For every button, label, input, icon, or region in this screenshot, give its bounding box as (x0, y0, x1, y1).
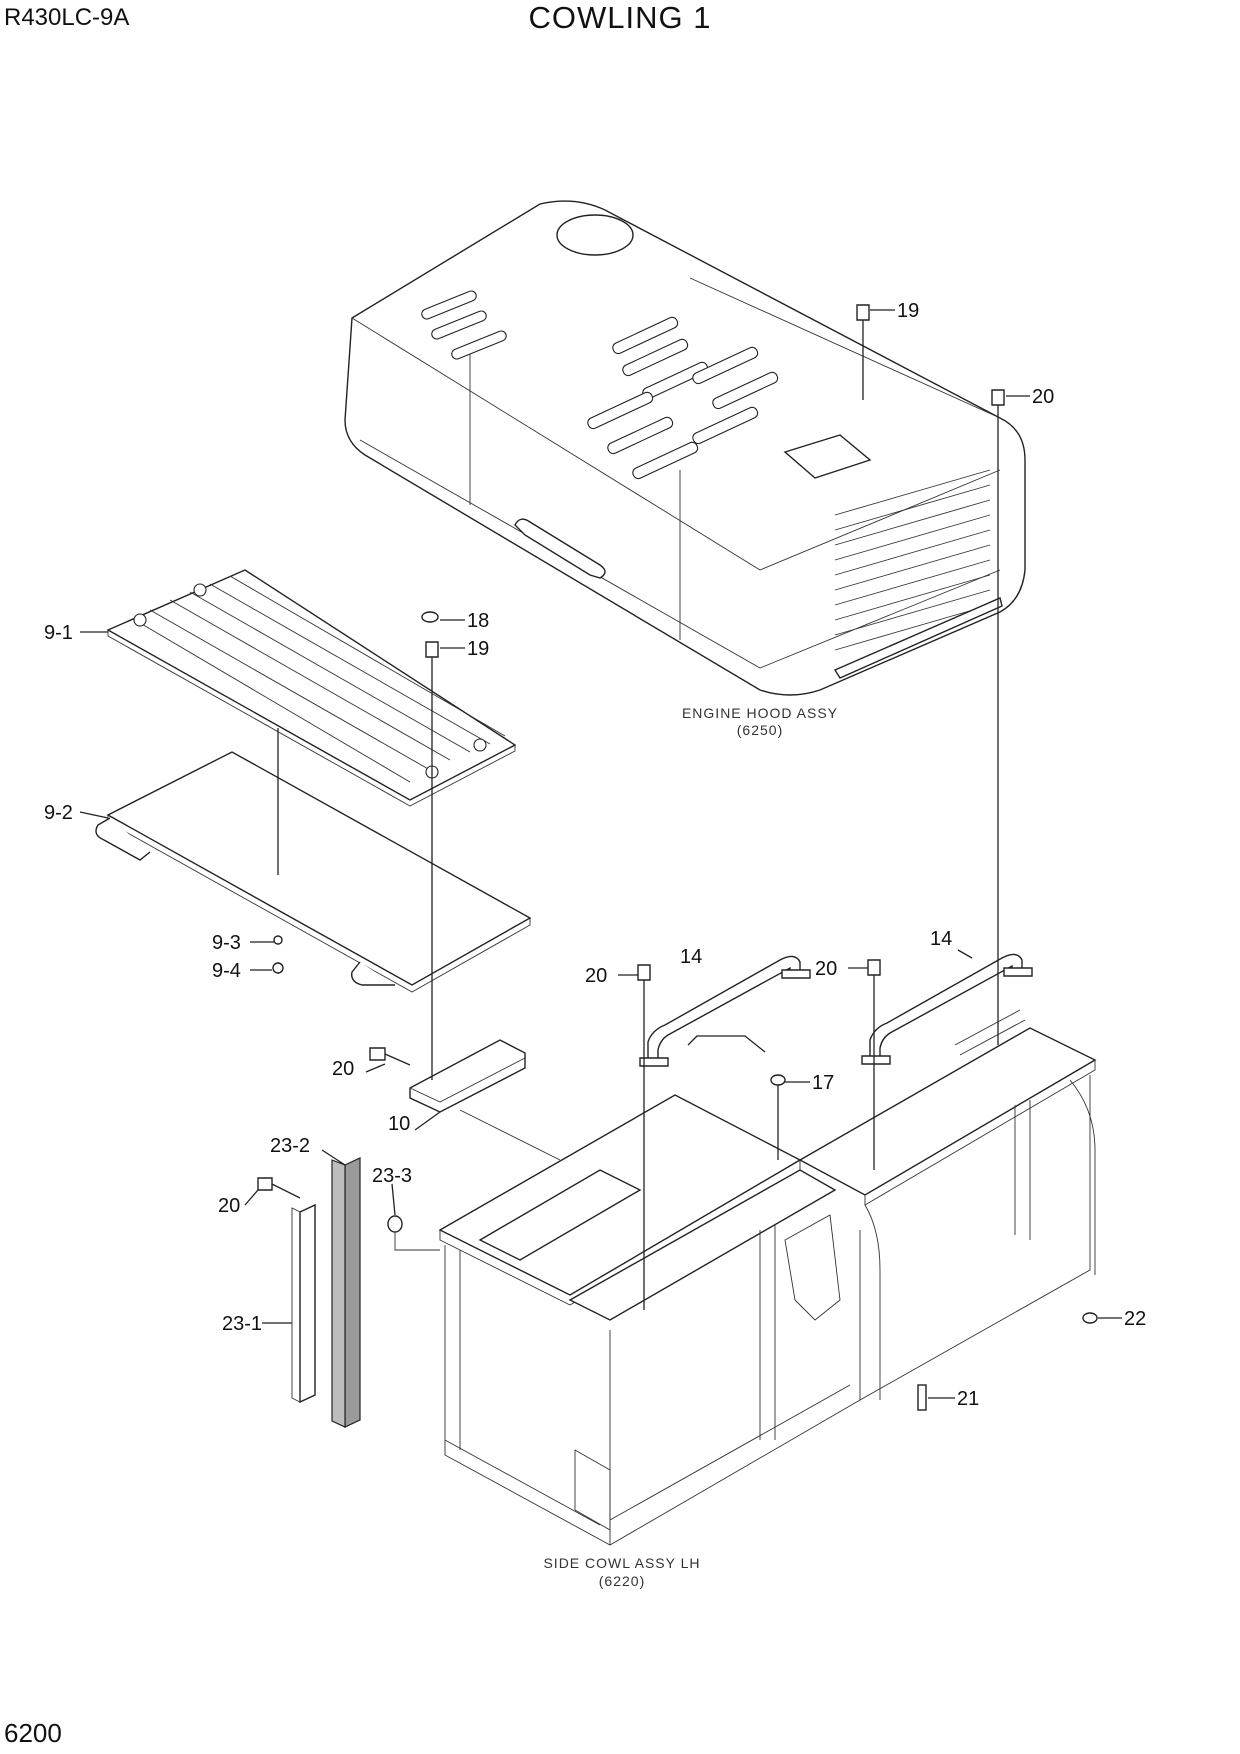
base-plate-9-2 (95, 751, 532, 993)
engine-hood-ref: (6250) (737, 722, 783, 738)
callout-20-top: 20 (1032, 386, 1054, 408)
callout-21: 21 (957, 1388, 979, 1410)
callout-23-3: 23-3 (372, 1165, 412, 1187)
engine-hood-drawing (344, 200, 1026, 696)
strip-23-1 (291, 1203, 316, 1404)
callout-19-top: 19 (897, 300, 919, 322)
side-cowl-name: SIDE COWL ASSY LH (543, 1555, 700, 1571)
model-number: R430LC-9A (4, 4, 130, 31)
callout-22: 22 (1124, 1308, 1146, 1330)
callout-19-mid: 19 (467, 638, 489, 660)
callout-20-strip: 20 (218, 1195, 240, 1217)
bracket-10 (409, 1039, 526, 1113)
callout-14-left: 14 (680, 946, 702, 968)
floor-plate-9-1 (106, 569, 517, 807)
side-cowl-drawing (438, 1009, 1097, 1546)
side-cowl-ref: (6220) (599, 1573, 645, 1589)
callout-9-4: 9-4 (212, 960, 241, 982)
callout-9-3: 9-3 (212, 932, 241, 954)
page-title: COWLING 1 (528, 0, 712, 35)
engine-hood-name: ENGINE HOOD ASSY (682, 705, 838, 721)
callout-9-1: 9-1 (44, 622, 73, 644)
callout-10: 10 (388, 1113, 410, 1135)
strip-23-2 (331, 1157, 361, 1428)
callout-9-2: 9-2 (44, 802, 73, 824)
callout-20-rail-right: 20 (815, 958, 837, 980)
handrail-14-left (639, 955, 811, 1067)
callout-18: 18 (467, 610, 489, 632)
callout-20-bracket: 20 (332, 1058, 354, 1080)
page-number: 6200 (4, 1718, 62, 1748)
callout-14-right: 14 (930, 928, 952, 950)
callout-numbers: 19 20 9-1 18 19 9-2 9-3 9-4 20 14 20 14 … (44, 300, 1146, 1410)
callout-23-2: 23-2 (270, 1135, 310, 1157)
handrail-14-right (861, 953, 1033, 1065)
callout-17: 17 (812, 1072, 834, 1094)
hood-vents (421, 290, 991, 651)
fasteners (257, 304, 1098, 1411)
callout-23-1: 23-1 (222, 1313, 262, 1335)
callout-20-rail-left: 20 (585, 965, 607, 987)
callout-leaders (79, 309, 1122, 1399)
